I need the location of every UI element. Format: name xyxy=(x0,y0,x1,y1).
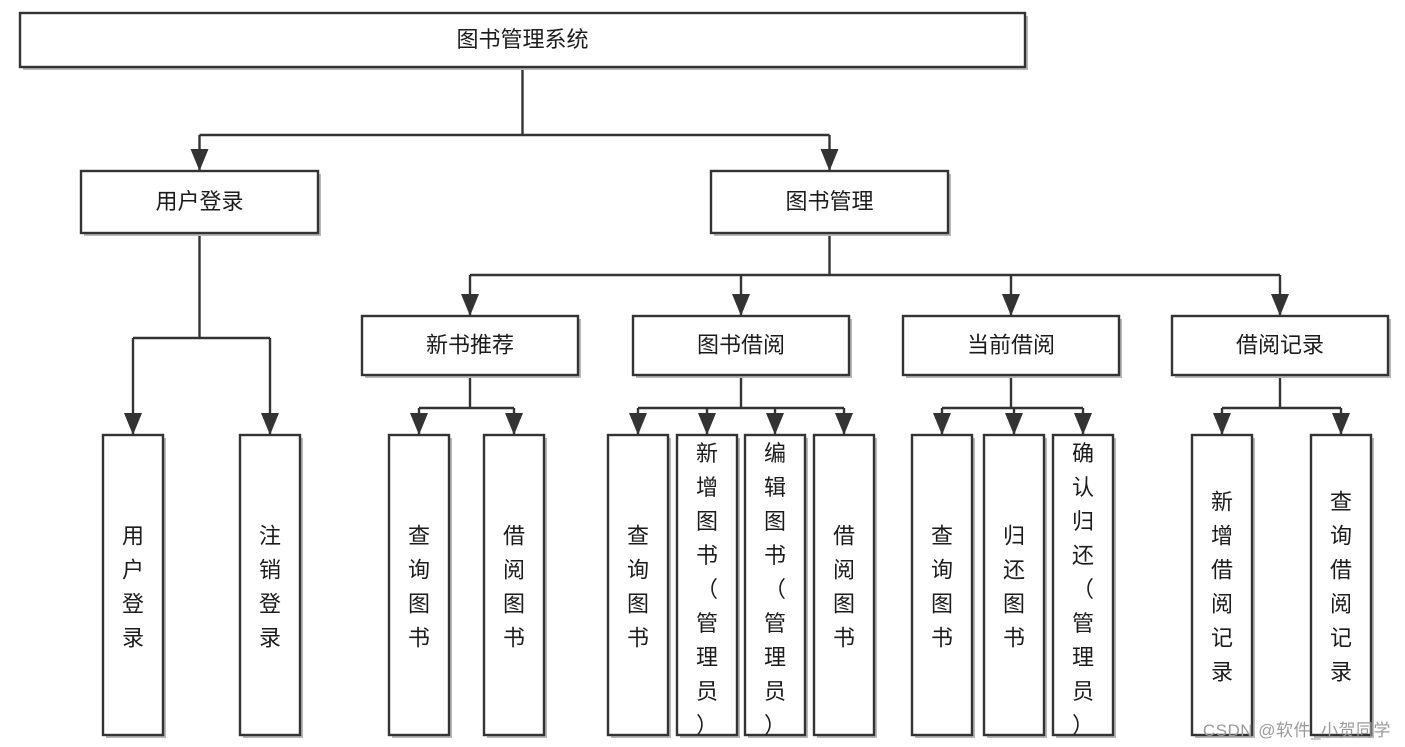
arrow-head-icon-leaf-return-book xyxy=(1005,413,1023,435)
node-label: 图书管理 xyxy=(785,189,873,214)
arrow-head-icon-leaf-confirm-return xyxy=(1074,413,1092,435)
node-leaf-return-book[interactable]: 归还图书 xyxy=(982,433,1047,738)
arrow-head-icon-leaf-borrow-book-2 xyxy=(835,413,853,435)
node-box xyxy=(631,314,851,377)
node-box xyxy=(79,169,320,235)
node-box xyxy=(101,433,165,737)
arrow-head-icon-leaf-add-record xyxy=(1213,413,1231,435)
arrow-head-icon-leaf-edit-book xyxy=(766,413,784,435)
node-label: 借阅图书 xyxy=(503,524,525,651)
node-label: 归还图书 xyxy=(1003,524,1025,651)
node-borrow-record[interactable]: 借阅记录 xyxy=(1170,314,1391,378)
arrow-head-icon-leaf-query-record xyxy=(1332,413,1350,435)
node-leaf-query-record[interactable]: 查询借阅记录 xyxy=(1309,433,1374,738)
node-user-login[interactable]: 用户登录 xyxy=(79,169,321,236)
node-new-book-recommend[interactable]: 新书推荐 xyxy=(360,314,581,378)
node-label: 新书推荐 xyxy=(426,332,514,357)
node-label: 借阅图书 xyxy=(833,524,855,651)
node-label: 查询图书 xyxy=(408,524,430,651)
node-book-borrow[interactable]: 图书借阅 xyxy=(631,314,852,378)
node-box xyxy=(482,433,546,737)
node-box xyxy=(982,433,1046,737)
arrow-head-icon-new-book-recommend xyxy=(461,294,479,316)
node-box xyxy=(18,11,1027,69)
arrow-head-icon-leaf-borrow-book-1 xyxy=(505,413,523,435)
node-box xyxy=(901,314,1121,377)
node-box xyxy=(812,433,876,737)
node-box xyxy=(910,433,974,737)
node-leaf-borrow-book-1[interactable]: 借阅图书 xyxy=(482,433,547,738)
node-box xyxy=(238,433,302,737)
node-label: 当前借阅 xyxy=(967,332,1055,357)
node-label: 图书管理系统 xyxy=(456,27,588,52)
arrow-head-icon-book-borrow xyxy=(732,294,750,316)
node-leaf-borrow-book-2[interactable]: 借阅图书 xyxy=(812,433,877,738)
node-root[interactable]: 图书管理系统 xyxy=(18,11,1028,70)
arrow-head-icon-leaf-logout xyxy=(261,413,279,435)
node-label: 查询借阅记录 xyxy=(1330,490,1352,685)
node-label: 用户登录 xyxy=(155,189,243,214)
arrow-head-icon-leaf-add-book xyxy=(698,413,716,435)
node-leaf-query-book-1[interactable]: 查询图书 xyxy=(387,433,452,738)
arrow-head-icon-current-borrow xyxy=(1002,294,1020,316)
node-leaf-edit-book[interactable]: 编辑图书（管理员） xyxy=(743,433,808,738)
node-label: 查询图书 xyxy=(627,524,649,651)
connectors-layer xyxy=(124,67,1350,435)
node-box xyxy=(1051,433,1115,737)
nodes-layer: 图书管理系统用户登录图书管理新书推荐图书借阅当前借阅借阅记录用户登录注销登录查询… xyxy=(18,11,1391,738)
node-box xyxy=(387,433,451,737)
node-leaf-add-record[interactable]: 新增借阅记录 xyxy=(1190,433,1255,738)
node-box xyxy=(743,433,807,737)
node-leaf-logout[interactable]: 注销登录 xyxy=(238,433,303,738)
node-current-borrow[interactable]: 当前借阅 xyxy=(901,314,1122,378)
arrow-head-icon-user-login xyxy=(190,149,209,171)
arrow-head-icon-book-management xyxy=(820,149,839,171)
node-label: 编辑图书（管理员） xyxy=(764,441,786,738)
node-leaf-confirm-return[interactable]: 确认归还（管理员） xyxy=(1051,433,1116,738)
node-book-management[interactable]: 图书管理 xyxy=(709,169,951,236)
node-box xyxy=(1309,433,1373,737)
node-label: 借阅记录 xyxy=(1236,332,1324,357)
node-leaf-query-book-3[interactable]: 查询图书 xyxy=(910,433,975,738)
arrow-head-icon-borrow-record xyxy=(1271,294,1289,316)
node-box xyxy=(606,433,670,737)
node-label: 查询图书 xyxy=(931,524,953,651)
arrow-head-icon-leaf-query-book-2 xyxy=(629,413,647,435)
node-box xyxy=(675,433,739,737)
arrow-head-icon-leaf-user-login xyxy=(124,413,142,435)
node-box xyxy=(1170,314,1390,377)
node-label: 确认归还（管理员） xyxy=(1072,441,1094,738)
node-box xyxy=(1190,433,1254,737)
arrow-head-icon-leaf-query-book-1 xyxy=(410,413,428,435)
node-leaf-query-book-2[interactable]: 查询图书 xyxy=(606,433,671,738)
arrow-head-icon-leaf-query-book-3 xyxy=(933,413,951,435)
node-label: 新增借阅记录 xyxy=(1211,490,1233,685)
node-box xyxy=(709,169,950,235)
node-label: 新增图书（管理员） xyxy=(696,441,718,738)
node-leaf-add-book[interactable]: 新增图书（管理员） xyxy=(675,433,740,738)
node-label: 图书借阅 xyxy=(697,332,785,357)
node-label: 注销登录 xyxy=(259,524,281,651)
node-label: 用户登录 xyxy=(122,524,144,651)
node-box xyxy=(360,314,580,377)
node-leaf-user-login[interactable]: 用户登录 xyxy=(101,433,166,738)
csdn-watermark: CSDN @软件_小贺同学 xyxy=(1202,721,1391,740)
